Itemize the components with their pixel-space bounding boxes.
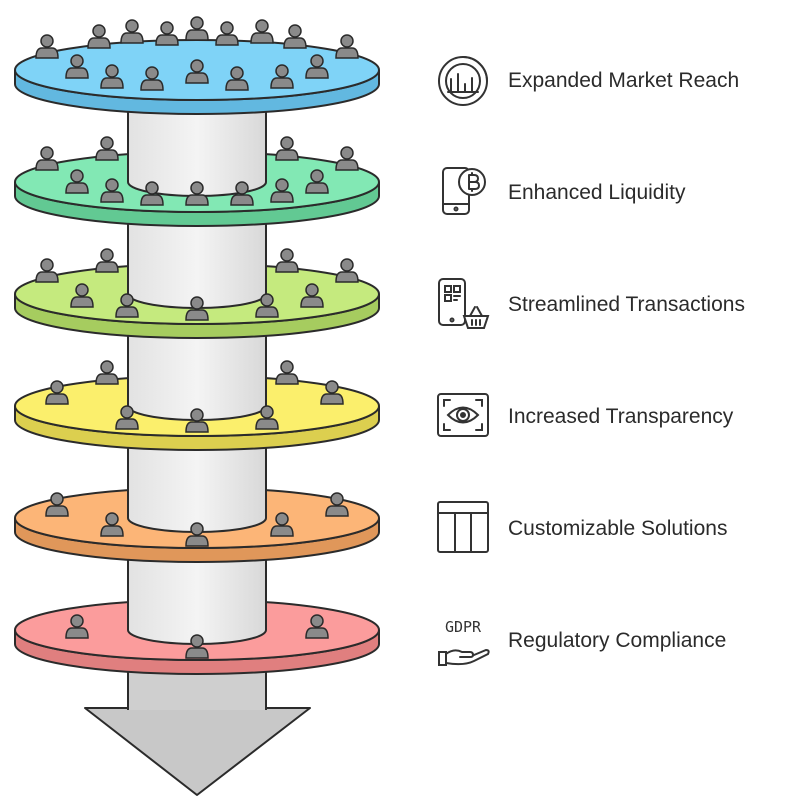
tier-label-regulatory-compliance: Regulatory Compliance xyxy=(508,629,727,652)
layout-grid-icon xyxy=(437,501,489,553)
person-icon xyxy=(95,360,119,385)
person-icon xyxy=(250,19,274,44)
column-segment xyxy=(127,555,267,645)
tier-label-streamlined-transactions: Streamlined Transactions xyxy=(508,293,745,316)
person-icon xyxy=(95,136,119,161)
qr-phone-basket-icon xyxy=(438,278,490,329)
person-icon xyxy=(335,258,359,283)
tier-disc-2 xyxy=(14,219,380,339)
down-arrow-head xyxy=(84,707,311,796)
tier-disc-4 xyxy=(14,443,380,563)
tier-disc-1 xyxy=(14,107,380,227)
person-icon xyxy=(35,146,59,171)
globe-chart-icon xyxy=(438,56,488,106)
tier-label-enhanced-liquidity: Enhanced Liquidity xyxy=(508,181,686,204)
person-icon xyxy=(155,21,179,46)
person-icon xyxy=(35,258,59,283)
gdpr-hand-icon: GDPR xyxy=(438,618,490,666)
person-icon xyxy=(275,360,299,385)
tier-label-expanded-market-reach: Expanded Market Reach xyxy=(508,69,740,92)
eye-scan-icon xyxy=(437,393,489,437)
tier-label-customizable-solutions: Customizable Solutions xyxy=(508,517,728,540)
person-icon xyxy=(275,136,299,161)
person-icon xyxy=(95,248,119,273)
person-icon xyxy=(215,21,239,46)
gdpr-icon-text: GDPR xyxy=(445,618,482,636)
person-icon xyxy=(35,34,59,59)
person-icon xyxy=(335,34,359,59)
column-segment xyxy=(127,443,267,533)
phone-bitcoin-icon xyxy=(442,167,486,215)
person-icon xyxy=(283,24,307,49)
tier-disc-0 xyxy=(14,16,380,115)
person-icon xyxy=(335,146,359,171)
tier-disc-5 xyxy=(14,555,380,675)
person-icon xyxy=(120,19,144,44)
column-segment xyxy=(127,219,267,309)
person-icon xyxy=(275,248,299,273)
person-icon xyxy=(185,16,209,41)
column-segment xyxy=(127,331,267,421)
tier-disc-3 xyxy=(14,331,380,451)
person-icon xyxy=(87,24,111,49)
tier-label-increased-transparency: Increased Transparency xyxy=(508,405,734,428)
